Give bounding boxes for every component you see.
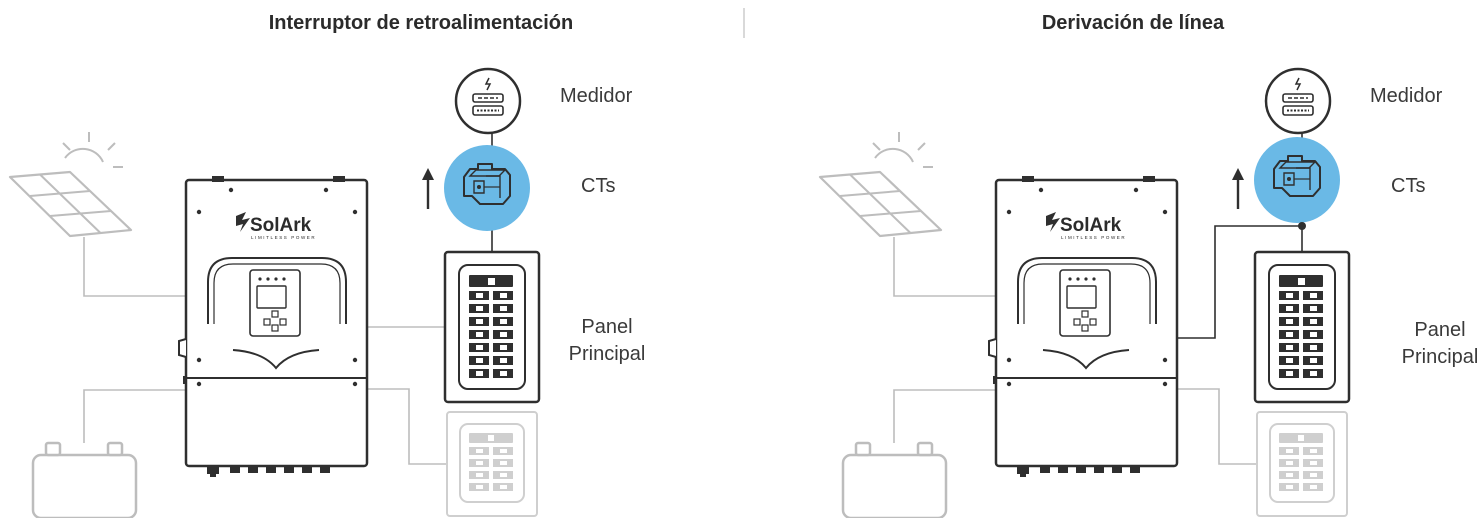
battery-wire [83,389,186,443]
diagram-line-side-tap: Derivación de línea SolArk LIMITLESS POW… [818,12,1479,518]
subpanel-wire [367,388,447,465]
meter-label: Medidor [1370,85,1443,107]
arrow-up-icon [422,168,434,209]
battery-wire [893,389,996,443]
cts-label: CTs [1391,175,1425,197]
diagram-title: Derivación de línea [1042,12,1225,34]
inverter-brand: SolArk [1060,215,1122,236]
battery-icon [841,441,948,518]
breaker-panel-icon [443,250,541,404]
diagram-title: Interruptor de retroalimentación [269,12,574,34]
sun-icon [872,131,934,168]
meter-icon [454,67,522,135]
panel-label-line1: Panel [1414,319,1465,341]
sub-panel-icon [446,411,538,517]
panel-label-line2: Principal [569,343,646,365]
solar-panel-icon [8,170,133,238]
meter-label: Medidor [560,85,633,107]
line-tap-wire [1177,225,1302,339]
inverter-tagline: LIMITLESS POWER [1061,235,1126,240]
meter-icon [1264,67,1332,135]
inverter-tagline: LIMITLESS POWER [251,235,316,240]
panel-label-line2: Principal [1402,346,1479,368]
inverter-icon: SolArk LIMITLESS POWER [177,174,369,479]
subpanel-wire [1177,388,1257,465]
sub-panel-icon [1256,411,1348,517]
battery-icon [31,441,138,518]
tap-junction-dot [1298,222,1306,230]
arrow-up-icon [1232,168,1244,209]
solar-panel-icon [818,170,943,238]
panel-label-line1: Panel [581,316,632,338]
diagram-backfeed-breaker: Interruptor de retroalimentación SolArk … [8,12,646,518]
inverter-brand: SolArk [250,215,312,236]
sun-icon [62,131,124,168]
inverter-icon: SolArk LIMITLESS POWER [987,174,1179,479]
cts-label: CTs [581,175,615,197]
line-tap-components: SolArk LIMITLESS POWER Medidor CTs Panel… [818,67,1479,518]
breaker-panel-icon [1253,250,1351,404]
solar-wire [83,237,186,297]
solar-wire [893,237,996,297]
